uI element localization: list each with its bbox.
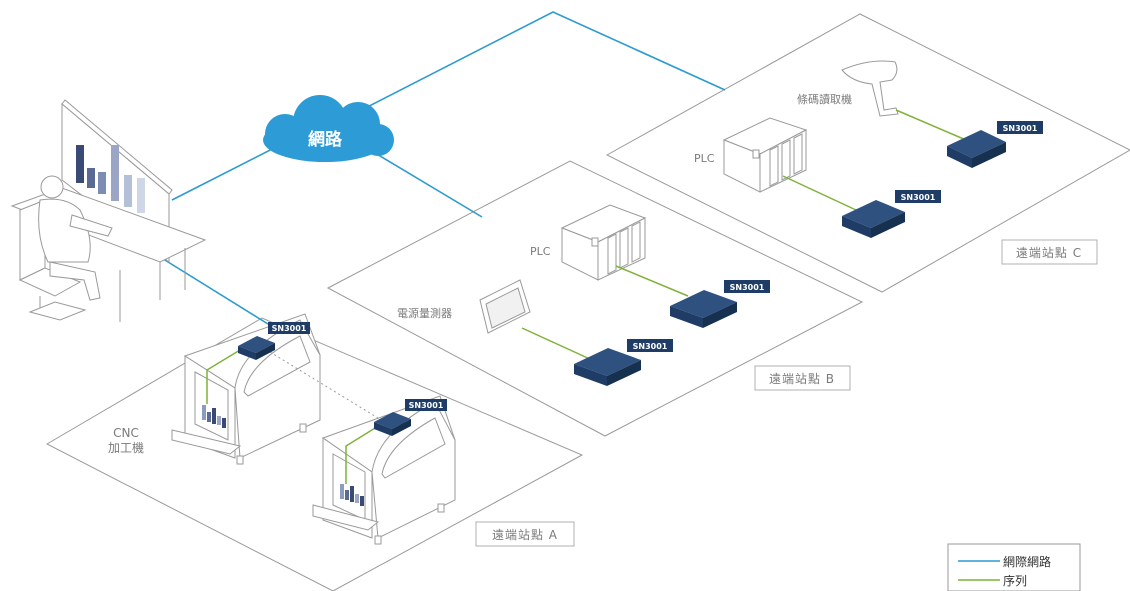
serial-server-site-c-1: SN3001 [947,121,1043,168]
site-b-serial-links [521,265,689,361]
barcode-reader-label: 條碼讀取機 [797,92,852,106]
site-b-label: 遠端站點 B [769,372,835,386]
serial-server-site-c-2-label: SN3001 [901,193,936,202]
serial-server-site-b-1-label: SN3001 [730,283,765,292]
cnc-label-line2: 加工機 [108,440,144,455]
cnc-machine-1 [171,313,321,465]
plc-b [560,204,647,281]
serial-server-site-a-2: SN3001 [374,399,447,436]
serial-server-site-b-2-label: SN3001 [633,342,668,351]
site-c-label: 遠端站點 C [1016,246,1082,260]
serial-server-site-b-1: SN3001 [670,280,770,328]
site-b-name-box: 遠端站點 B [754,365,851,391]
monitor-chart [76,145,145,213]
plc-c [722,117,808,193]
ethernet-links [159,11,726,325]
site-a-name-box: 遠端站點 A [475,521,575,547]
legend: 網際網路 序列 [947,543,1081,591]
serial-server-site-c-2: SN3001 [842,190,941,238]
barcode-reader [841,60,899,117]
serial-server-site-c-1-label: SN3001 [1003,124,1038,133]
cnc-machine-2 [312,395,456,545]
power-meter [479,279,531,334]
serial-server-site-a-2-label: SN3001 [409,401,444,410]
plc-b-label: PLC [530,245,551,258]
plc-c-label: PLC [694,152,715,165]
cloud-label: 網路 [308,129,343,150]
network-cloud: 網路 [263,95,394,162]
site-a-serial-links [206,349,381,484]
serial-server-site-a-1: SN3001 [238,322,310,360]
site-c-platform [605,13,1130,293]
workstation [10,99,207,322]
site-c-name-box: 遠端站點 C [1001,239,1098,265]
site-a-label: 遠端站點 A [492,528,558,542]
site-b-platform [326,160,864,437]
site-c-serial-links [782,109,967,211]
legend-ethernet-label: 網際網路 [1003,554,1051,569]
serial-server-site-b-2: SN3001 [574,339,673,386]
legend-serial-label: 序列 [1003,573,1027,588]
cnc-label-line1: CNC [113,426,139,440]
serial-server-site-a-1-label: SN3001 [272,324,307,333]
power-meter-label: 電源量測器 [397,306,452,320]
